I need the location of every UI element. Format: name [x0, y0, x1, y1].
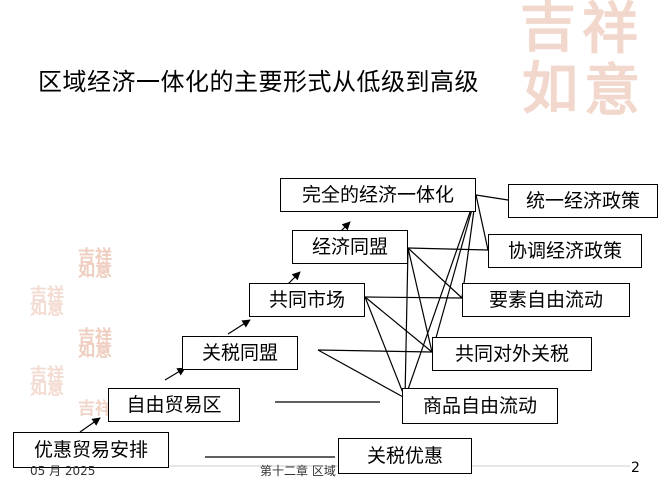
- footer-date: 05 月 2025: [30, 464, 96, 478]
- small-seal-icon: 吉祥如意: [30, 365, 64, 400]
- level-label: 优惠贸易安排: [33, 438, 148, 461]
- feature-box-unified-policy: 统一经济政策: [508, 184, 658, 218]
- level-box-free-trade-area: 自由贸易区: [108, 388, 240, 422]
- level-box-economic-union: 经济同盟: [292, 230, 408, 264]
- level-box-preferential-trade: 优惠贸易安排: [13, 432, 169, 468]
- level-label: 自由贸易区: [126, 393, 222, 416]
- feature-label: 协调经济政策: [507, 239, 622, 262]
- small-seal-icon: 吉祥如意: [78, 247, 112, 282]
- feature-label: 商品自由流动: [422, 394, 537, 417]
- level-box-complete-integration: 完全的经济一体化: [280, 178, 476, 212]
- level-label: 共同市场: [268, 288, 345, 311]
- feature-box-coordinated-policy: 协调经济政策: [488, 234, 642, 268]
- page-title: 区域经济一体化的主要形式从低级到高级: [38, 68, 479, 96]
- feature-label: 关税优惠: [366, 444, 443, 467]
- level-label: 经济同盟: [311, 235, 388, 258]
- feature-box-factor-mobility: 要素自由流动: [462, 283, 630, 317]
- level-label: 关税同盟: [201, 341, 278, 364]
- feature-box-common-external-tariff: 共同对外关税: [432, 337, 592, 371]
- feature-label: 共同对外关税: [454, 342, 569, 365]
- feature-box-goods-mobility: 商品自由流动: [402, 388, 558, 424]
- feature-box-tariff-preference: 关税优惠: [338, 438, 472, 474]
- small-seal-icon: 吉祥如意: [30, 285, 64, 320]
- small-seal-icon: 吉祥如意: [78, 327, 112, 362]
- level-box-customs-union: 关税同盟: [182, 336, 298, 370]
- feature-label: 要素自由流动: [488, 288, 603, 311]
- feature-label: 统一经济政策: [525, 189, 640, 212]
- level-box-common-market: 共同市场: [249, 283, 365, 317]
- small-seal-icon: 吉祥: [78, 399, 112, 419]
- page-number: 2: [631, 460, 640, 476]
- auspicious-logo: 吉 祥 如 意: [520, 0, 640, 124]
- level-label: 完全的经济一体化: [301, 183, 454, 206]
- footer-chapter: 第十二章 区域: [260, 464, 336, 478]
